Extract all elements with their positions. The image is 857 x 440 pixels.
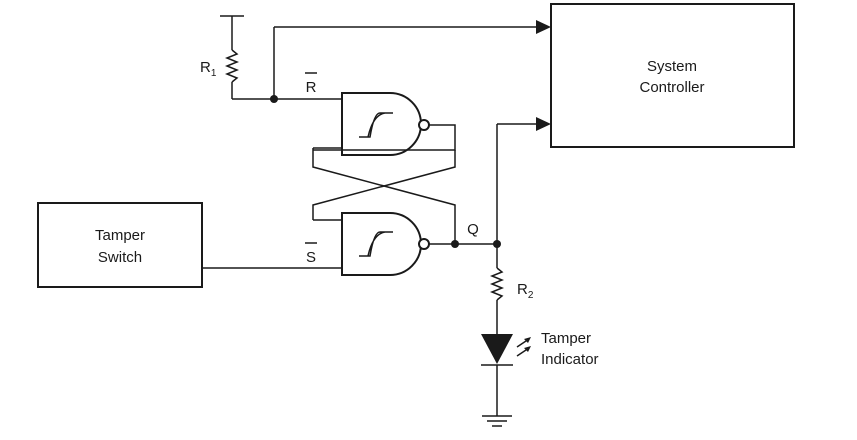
wire-cross-2 <box>312 150 456 220</box>
nand-gate-lower <box>341 212 422 276</box>
system-controller-line1: System <box>647 58 697 75</box>
tamper-switch-box <box>37 202 203 288</box>
junction-q-feedback <box>451 240 459 248</box>
tamper-switch-line1: Tamper <box>95 227 145 244</box>
tamper-switch-line2: Switch <box>98 249 142 266</box>
tamper-indicator-line1: Tamper <box>541 330 591 347</box>
led-emission-icon <box>516 337 531 357</box>
q-label: Q <box>467 221 479 238</box>
wire-upper-out-feedback <box>313 124 456 151</box>
r2-label: R2 <box>517 281 534 301</box>
system-controller-box <box>550 3 795 148</box>
s-bar-label: S <box>306 249 316 266</box>
tamper-indicator-line2: Indicator <box>541 351 599 368</box>
arrow-to-controller-q <box>536 117 551 131</box>
arrow-to-controller-top <box>536 20 551 34</box>
nand-lower-bubble <box>418 238 430 250</box>
r-bar-label: R <box>306 79 317 96</box>
led-triangle <box>481 334 513 364</box>
schmitt-icon-upper <box>359 112 393 138</box>
resistor-r2 <box>489 267 505 301</box>
nand-upper-bubble <box>418 119 430 131</box>
resistor-r1 <box>224 49 240 83</box>
ground-icon <box>482 415 512 427</box>
r1-label: R1 <box>200 59 217 79</box>
nand-gate-upper <box>341 92 422 156</box>
schmitt-icon-lower <box>359 231 393 257</box>
system-controller-line2: Controller <box>639 79 704 96</box>
